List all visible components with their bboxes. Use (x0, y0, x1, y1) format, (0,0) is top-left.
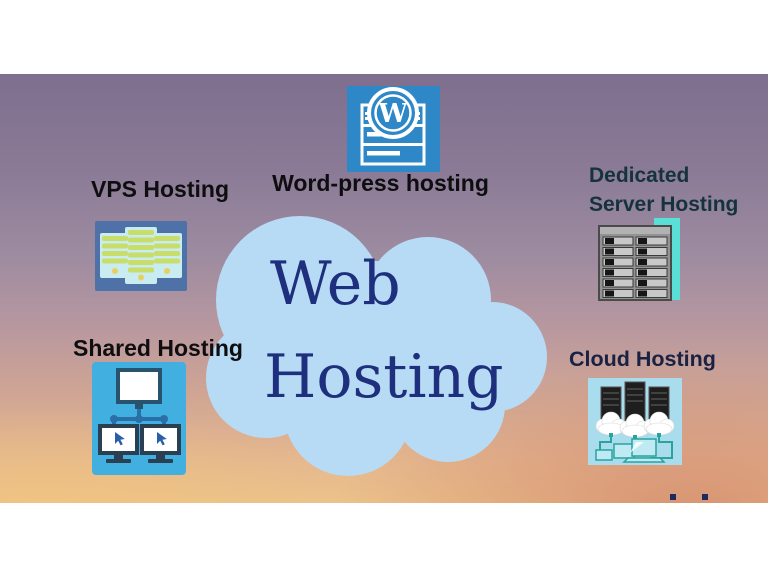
dedicated-label-line1: Dedicated (589, 164, 690, 187)
title-line-web: Web (270, 249, 401, 319)
top-white-band (0, 0, 768, 74)
title-line-hosting: Hosting (264, 342, 504, 412)
cloud-hosting-servers-icon (588, 378, 682, 465)
cloud-shape (206, 216, 547, 476)
cropped-text-remnant (670, 494, 715, 501)
remnant-dot (702, 494, 708, 500)
vps-hosting-label: VPS Hosting (90, 176, 229, 202)
gradient-scene: Web Hosting (0, 74, 768, 503)
cloud-hosting-label: Cloud Hosting (569, 347, 716, 371)
dedicated-server-icon (596, 218, 685, 304)
wordpress-server-icon: W (347, 86, 440, 172)
shared-hosting-network-icon (92, 362, 186, 475)
shared-hosting-label: Shared Hosting (73, 335, 243, 361)
web-hosting-cloud: Web Hosting (200, 214, 550, 482)
wordpress-logo-letter: W (377, 99, 408, 129)
cloud-shape-svg: Web Hosting (206, 216, 547, 476)
dedicated-server-hosting-label: Dedicated Server Hosting (589, 161, 749, 219)
bottom-white-band (0, 503, 768, 576)
dedicated-label-line2: Server Hosting (589, 193, 739, 216)
remnant-dot (670, 494, 676, 500)
vps-server-rack-icon (95, 221, 187, 291)
wordpress-hosting-label: Word-press hosting (272, 170, 489, 196)
